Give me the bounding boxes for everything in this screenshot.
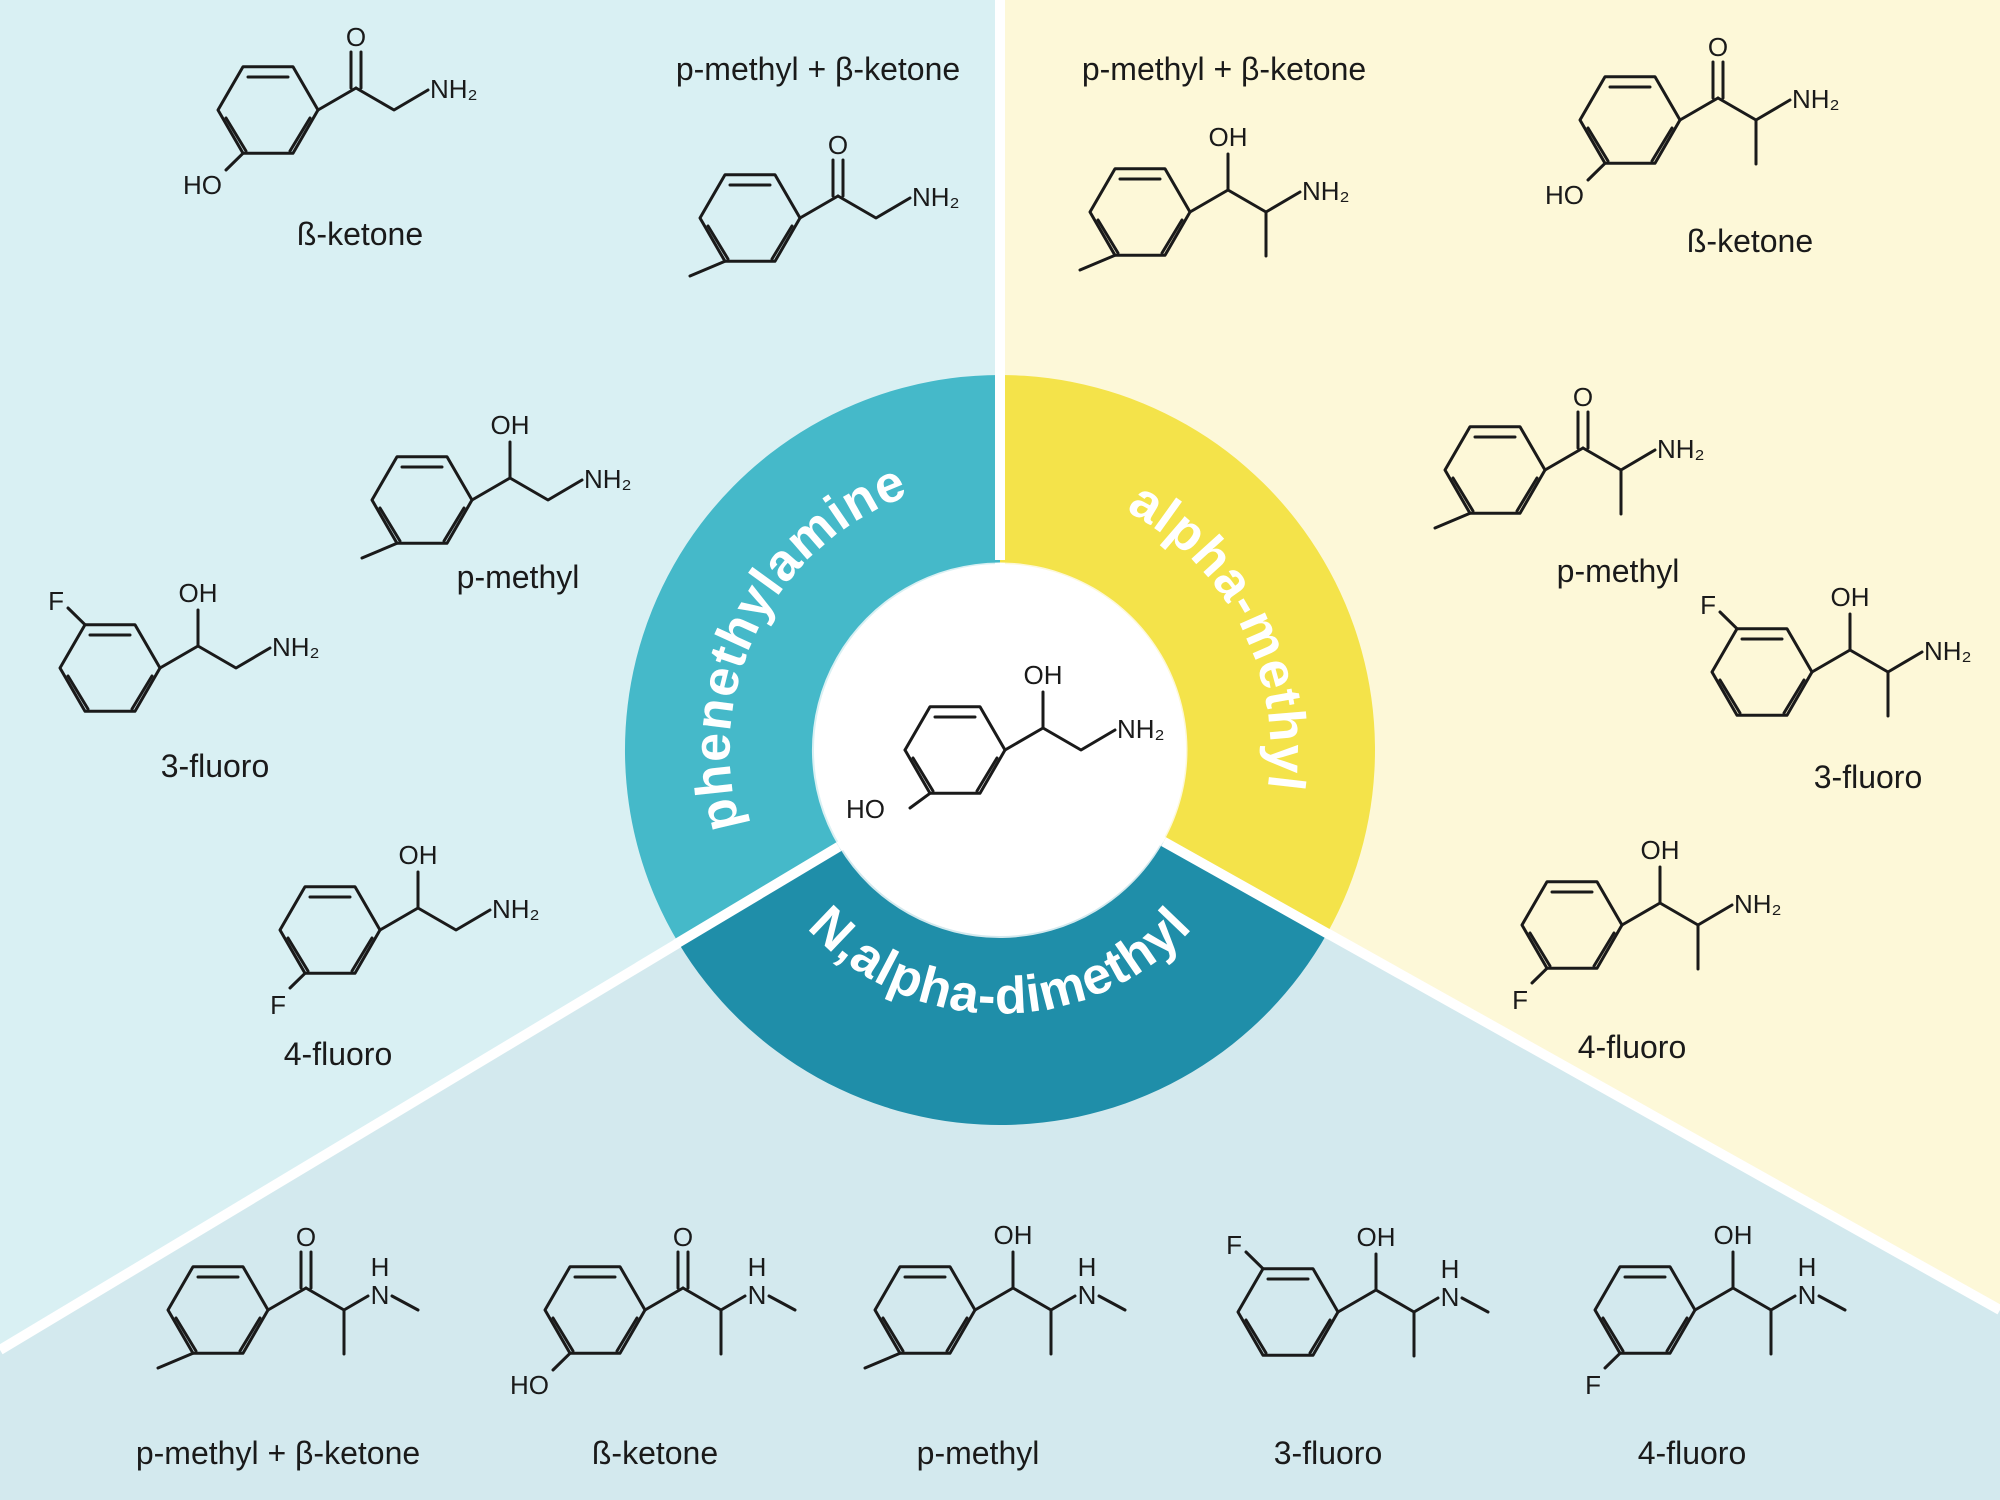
center-disc: [814, 564, 1186, 936]
svg-text:NH₂: NH₂: [1657, 434, 1705, 464]
svg-text:O: O: [346, 22, 366, 52]
svg-text:HO: HO: [510, 1370, 549, 1400]
svg-text:F: F: [1226, 1230, 1242, 1260]
bottom-structure-3: OH N H: [863, 1220, 1127, 1370]
svg-text:NH₂: NH₂: [912, 182, 960, 212]
svg-text:F: F: [1512, 985, 1528, 1015]
svg-text:H: H: [1798, 1252, 1817, 1282]
right-structure-2: O NH₂ HO: [1545, 32, 1840, 210]
svg-text:F: F: [1585, 1370, 1601, 1400]
svg-text:H: H: [1078, 1252, 1097, 1282]
svg-text:O: O: [828, 130, 848, 160]
svg-text:NH₂: NH₂: [584, 464, 632, 494]
right-structure-4: OH NH₂ F: [1700, 582, 1972, 718]
svg-text:OH: OH: [1209, 122, 1248, 152]
svg-text:NH₂: NH₂: [430, 74, 478, 104]
alpha-methyl-sector: [1000, 375, 1375, 934]
svg-text:OH: OH: [179, 578, 218, 608]
svg-text:HO: HO: [846, 794, 885, 824]
right-structure-1: OH NH₂: [1078, 122, 1350, 272]
svg-text:O: O: [296, 1222, 316, 1252]
bottom-structure-1: O N H: [156, 1222, 420, 1370]
svg-text:N: N: [1078, 1280, 1097, 1310]
svg-text:OH: OH: [1714, 1220, 1753, 1250]
right-caption-1: p-methyl + β-ketone: [1082, 51, 1366, 87]
svg-text:O: O: [1573, 382, 1593, 412]
svg-text:NH₂: NH₂: [1302, 176, 1350, 206]
left-caption-4: 3-fluoro: [161, 748, 270, 784]
sector-gaps: [673, 370, 1333, 949]
left-structure-5: OH NH₂ F: [270, 840, 540, 1020]
right-caption-4: 3-fluoro: [1814, 759, 1923, 795]
svg-text:NH₂: NH₂: [1792, 84, 1840, 114]
bottom-caption-3: p-methyl: [917, 1435, 1040, 1471]
svg-text:OH: OH: [491, 410, 530, 440]
phenethylamine-sector: [624, 375, 1000, 943]
bottom-structure-5: OH N H F: [1585, 1220, 1847, 1400]
svg-text:NH₂: NH₂: [1924, 636, 1972, 666]
svg-text:H: H: [748, 1252, 767, 1282]
svg-text:OH: OH: [1641, 835, 1680, 865]
n-alpha-dimethyl-sector: [678, 841, 1328, 1126]
left-caption-5: 4-fluoro: [284, 1036, 393, 1072]
svg-text:N: N: [1798, 1280, 1817, 1310]
bottom-structure-4: OH N H F: [1226, 1222, 1490, 1358]
right-structure-5: OH NH₂ F: [1512, 835, 1782, 1015]
left-caption-1: ß-ketone: [297, 216, 423, 252]
right-caption-5: 4-fluoro: [1578, 1029, 1687, 1065]
svg-text:O: O: [1708, 32, 1728, 62]
left-structure-2: O NH₂: [688, 130, 960, 278]
svg-text:H: H: [1441, 1254, 1460, 1284]
right-region: [1000, 0, 2000, 1310]
bottom-caption-4: 3-fluoro: [1274, 1435, 1383, 1471]
svg-text:NH₂: NH₂: [1734, 889, 1782, 919]
left-region: [0, 0, 1000, 1350]
svg-text:OH: OH: [399, 840, 438, 870]
left-structure-4: OH NH₂ F: [48, 578, 320, 713]
left-caption-2: p-methyl + β-ketone: [676, 51, 960, 87]
svg-text:N: N: [1441, 1282, 1460, 1312]
left-structure-3: OH NH₂: [360, 410, 632, 560]
right-structure-3: O NH₂: [1433, 382, 1705, 530]
svg-text:NH₂: NH₂: [492, 894, 540, 924]
svg-text:NH₂: NH₂: [1117, 714, 1165, 744]
svg-text:F: F: [48, 586, 64, 616]
bottom-caption-5: 4-fluoro: [1638, 1435, 1747, 1471]
center-structure: OH NH₂ HO: [846, 660, 1165, 824]
bottom-caption-1: p-methyl + β-ketone: [136, 1435, 420, 1471]
svg-text:N: N: [371, 1280, 390, 1310]
left-structure-1: O NH₂ HO: [183, 22, 478, 200]
left-caption-3: p-methyl: [457, 559, 580, 595]
right-caption-3: p-methyl: [1557, 553, 1680, 589]
svg-text:OH: OH: [1024, 660, 1063, 690]
svg-text:H: H: [371, 1252, 390, 1282]
svg-text:OH: OH: [1831, 582, 1870, 612]
right-caption-2: ß-ketone: [1687, 223, 1813, 259]
svg-text:HO: HO: [1545, 180, 1584, 210]
svg-text:F: F: [270, 990, 286, 1020]
bottom-structure-2: O N H HO: [510, 1222, 797, 1400]
svg-text:OH: OH: [1357, 1222, 1396, 1252]
svg-text:O: O: [673, 1222, 693, 1252]
svg-text:F: F: [1700, 590, 1716, 620]
svg-text:HO: HO: [183, 170, 222, 200]
bottom-caption-2: ß-ketone: [592, 1435, 718, 1471]
svg-text:NH₂: NH₂: [272, 632, 320, 662]
svg-text:N: N: [748, 1280, 767, 1310]
svg-text:OH: OH: [994, 1220, 1033, 1250]
